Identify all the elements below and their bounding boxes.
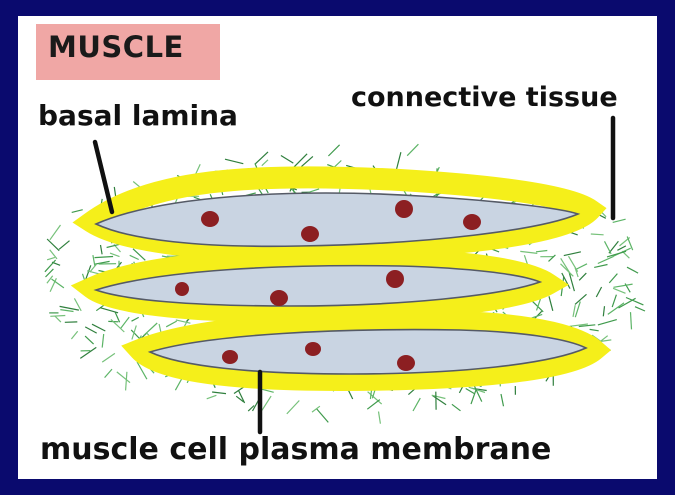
connective-fiber xyxy=(549,296,553,311)
connective-fiber xyxy=(617,246,626,250)
connective-fiber xyxy=(102,353,115,362)
connective-fiber xyxy=(262,396,271,410)
basal-lamina-label: basal lamina xyxy=(38,99,238,132)
page-title: MUSCLE xyxy=(48,30,184,64)
connective-fiber xyxy=(368,392,382,404)
connective-fiber xyxy=(71,331,77,339)
nucleus xyxy=(463,214,481,230)
nucleus xyxy=(201,211,219,227)
connective-fiber xyxy=(115,312,120,322)
connective-fiber xyxy=(605,241,612,254)
connective-fiber xyxy=(596,287,601,297)
connective-fiber xyxy=(85,336,94,344)
connective-fiber xyxy=(130,255,139,259)
connective-fiber xyxy=(281,156,293,164)
basal-lamina-pointer xyxy=(95,142,112,212)
connective-fiber xyxy=(50,316,65,317)
connective-fiber xyxy=(594,265,607,268)
connective-fiber xyxy=(614,284,633,287)
connective-fiber xyxy=(501,394,504,406)
connective-fiber xyxy=(413,398,420,411)
connective-fiber xyxy=(93,255,95,266)
connective-fiber xyxy=(613,219,626,222)
connective-fiber xyxy=(102,334,104,348)
connective-fiber xyxy=(287,401,300,414)
connective-fiber xyxy=(132,317,139,321)
connective-tissue-label: connective tissue xyxy=(351,82,618,113)
connective-fiber xyxy=(60,310,73,312)
connective-fiber xyxy=(579,273,586,280)
connective-fiber xyxy=(47,239,59,251)
connective-fiber xyxy=(575,294,587,304)
connective-fiber xyxy=(308,189,320,193)
connective-fiber xyxy=(379,412,381,424)
connective-fiber xyxy=(101,245,103,254)
connective-fiber xyxy=(117,372,130,383)
connective-fiber xyxy=(72,210,83,213)
connective-fiber xyxy=(133,249,145,260)
connective-fiber xyxy=(328,145,339,156)
connective-fiber xyxy=(466,389,475,394)
nucleus xyxy=(222,350,238,364)
connective-fiber xyxy=(407,144,418,156)
connective-fiber xyxy=(166,321,177,327)
connective-fiber xyxy=(590,329,599,330)
connective-fiber xyxy=(612,295,616,307)
plasma-membrane-label: muscle cell plasma membrane xyxy=(40,432,551,467)
connective-fiber xyxy=(603,306,604,316)
connective-fiber xyxy=(85,327,97,333)
connective-fiber xyxy=(175,377,182,390)
connective-fiber xyxy=(80,347,96,358)
connective-fiber xyxy=(132,326,136,340)
connective-fiber xyxy=(367,400,380,410)
connective-fiber xyxy=(627,267,638,273)
connective-fiber xyxy=(631,312,632,329)
connective-fiber xyxy=(238,390,244,403)
connective-fiber xyxy=(92,324,105,331)
connective-fiber xyxy=(569,256,578,272)
nucleus xyxy=(386,270,404,288)
nucleus xyxy=(270,290,288,306)
connective-fiber xyxy=(90,264,97,272)
connective-fiber xyxy=(105,369,112,378)
connective-fiber xyxy=(50,225,61,240)
connective-fiber xyxy=(95,257,114,258)
connective-fiber xyxy=(212,392,226,394)
nucleus xyxy=(397,355,415,371)
connective-fiber xyxy=(396,152,401,170)
connective-fiber xyxy=(549,255,556,262)
connective-fiber xyxy=(225,159,243,164)
connective-fiber xyxy=(262,160,268,166)
connective-fiber xyxy=(207,395,217,399)
connective-fiber xyxy=(635,307,645,311)
connective-fiber xyxy=(608,303,624,315)
nucleus xyxy=(175,282,189,296)
connective-fiber xyxy=(619,298,636,308)
connective-fiber xyxy=(613,288,625,293)
connective-fiber xyxy=(121,317,130,329)
connective-fiber xyxy=(293,154,307,168)
connective-fiber xyxy=(452,404,461,411)
connective-fiber xyxy=(536,251,547,252)
connective-fiber xyxy=(564,252,581,256)
connective-fiber xyxy=(45,260,56,272)
connective-fiber xyxy=(609,274,617,283)
connective-fiber xyxy=(598,256,614,263)
muscle-cells xyxy=(96,193,586,374)
connective-fiber xyxy=(520,251,537,253)
connective-fiber xyxy=(370,389,371,399)
connective-fiber xyxy=(59,241,69,250)
connective-fiber xyxy=(573,305,575,317)
connective-fiber xyxy=(126,372,127,391)
connective-fiber xyxy=(47,257,55,259)
nucleus xyxy=(301,226,319,242)
connective-fiber xyxy=(591,234,604,235)
connective-fiber xyxy=(576,264,587,270)
nucleus xyxy=(395,200,413,218)
nucleus xyxy=(305,342,321,356)
connective-fiber xyxy=(598,320,617,325)
connective-fiber xyxy=(317,409,329,422)
connective-fiber xyxy=(55,316,61,322)
